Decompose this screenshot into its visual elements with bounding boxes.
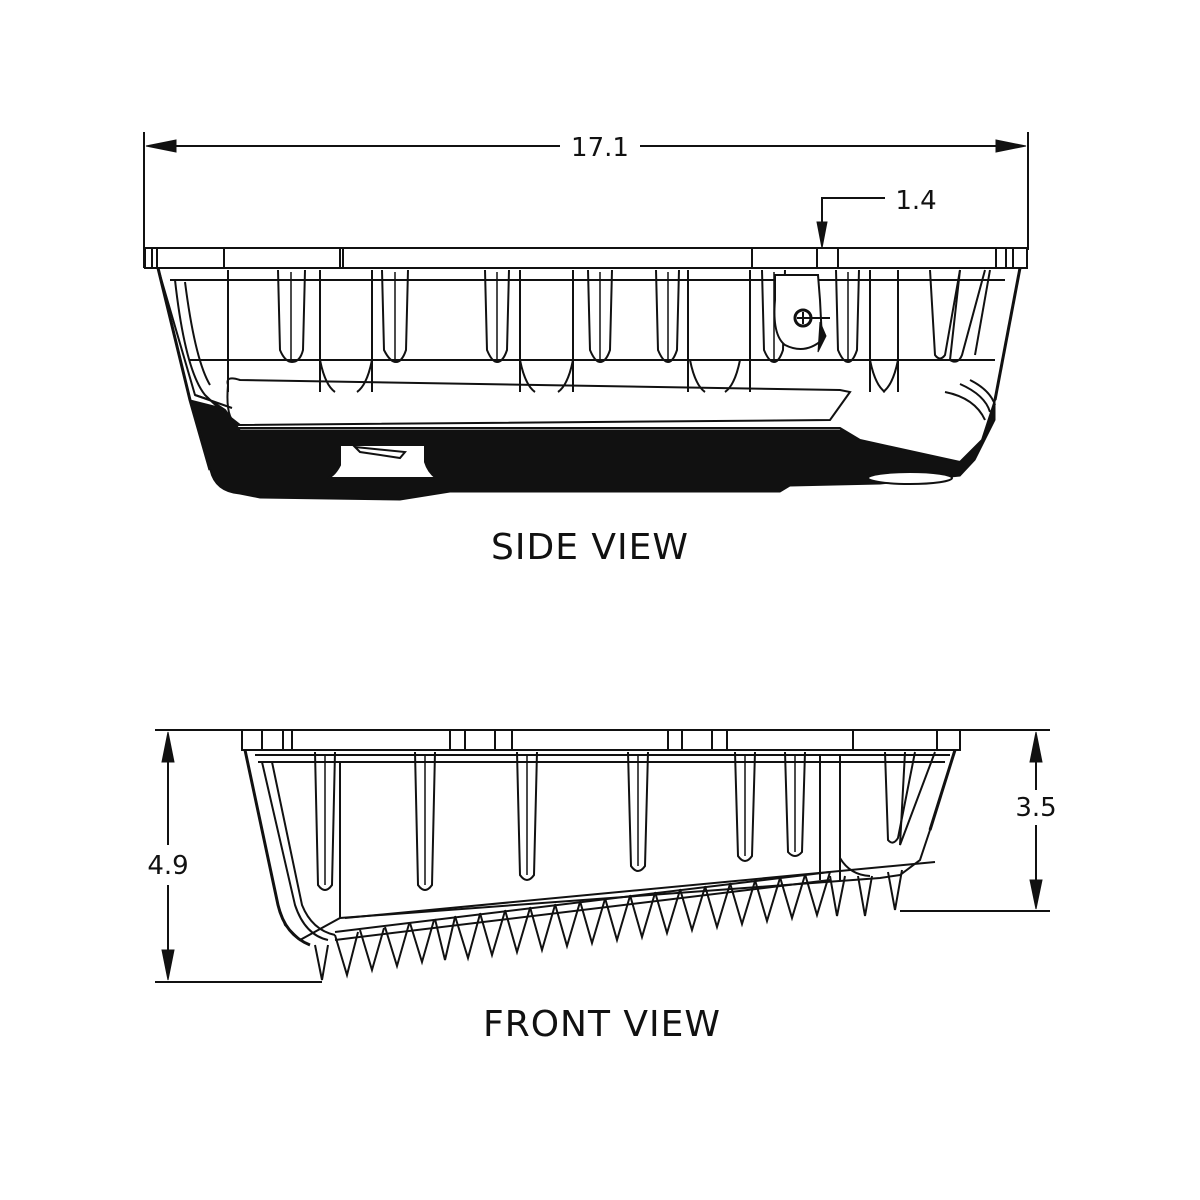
front-flange (241, 729, 961, 751)
dimension-label-shallow: 3.5 (1015, 793, 1056, 823)
side-view: 17.1 1.4 (143, 132, 1029, 568)
front-view: 4.9 3.5 (147, 729, 1057, 1045)
pan-sump-bottom (189, 399, 996, 501)
dimension-drain-offset: 1.4 (816, 186, 937, 249)
dimension-label-drain: 1.4 (895, 186, 936, 216)
cooling-fins (314, 869, 903, 981)
dimension-overall-length: 17.1 (143, 132, 1029, 268)
dimension-label-height: 4.9 (147, 851, 188, 881)
dimension-overall-height: 4.9 (147, 729, 322, 983)
dimension-shallow-height: 3.5 (900, 729, 1057, 912)
front-body (243, 749, 957, 947)
front-view-label: FRONT VIEW (483, 1004, 721, 1045)
side-view-label: SIDE VIEW (491, 527, 689, 568)
dimension-label-length: 17.1 (571, 133, 629, 163)
pan-flange (144, 247, 1028, 269)
drain-port (773, 274, 830, 353)
pan-ribs (227, 269, 991, 393)
